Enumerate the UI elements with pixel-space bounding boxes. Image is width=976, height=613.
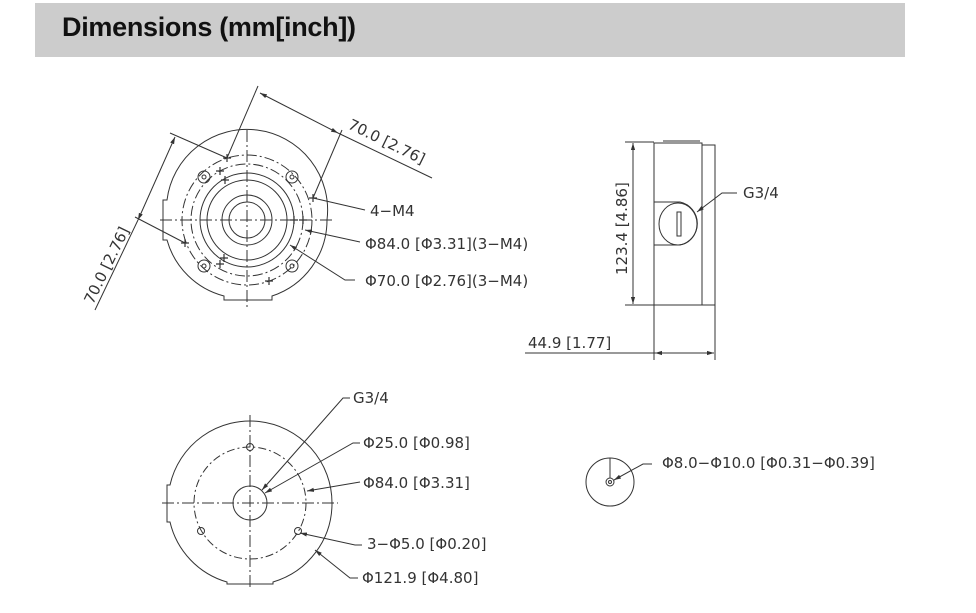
top-view [94,85,433,311]
cable-diameter-label: Φ8.0−Φ10.0 [Φ0.31−Φ0.39] [662,454,875,472]
bottom-view [162,397,362,590]
callout-phi25: Φ25.0 [Φ0.98] [363,434,470,452]
depth-dim-label: 44.9 [1.77] [528,334,611,352]
top-dim-label: 70.0 [2.76] [345,115,428,168]
cable-view [585,457,652,507]
callout-4-m4: 4−M4 [370,202,415,220]
bottom-g34-label: G3/4 [353,389,389,407]
callout-phi121: Φ121.9 [Φ4.80] [362,569,478,587]
mount-hole-icon [197,443,302,535]
section-title: Dimensions (mm[inch]) [62,12,356,42]
side-view [525,140,737,360]
callout-3-phi5: 3−Φ5.0 [Φ0.20] [367,535,486,553]
left-dim-label: 70.0 [2.76] [80,224,133,307]
screw-boss-icon [197,170,299,273]
callout-phi84-3m4: Φ84.0 [Φ3.31](3−M4) [365,235,528,253]
side-g34-label: G3/4 [743,184,779,202]
callout-phi70-3m4: Φ70.0 [Φ2.76](3−M4) [365,272,528,290]
section-header: Dimensions (mm[inch]) [35,3,905,57]
height-dim-label: 123.4 [4.86] [613,182,631,275]
callout-phi84: Φ84.0 [Φ3.31] [363,474,470,492]
